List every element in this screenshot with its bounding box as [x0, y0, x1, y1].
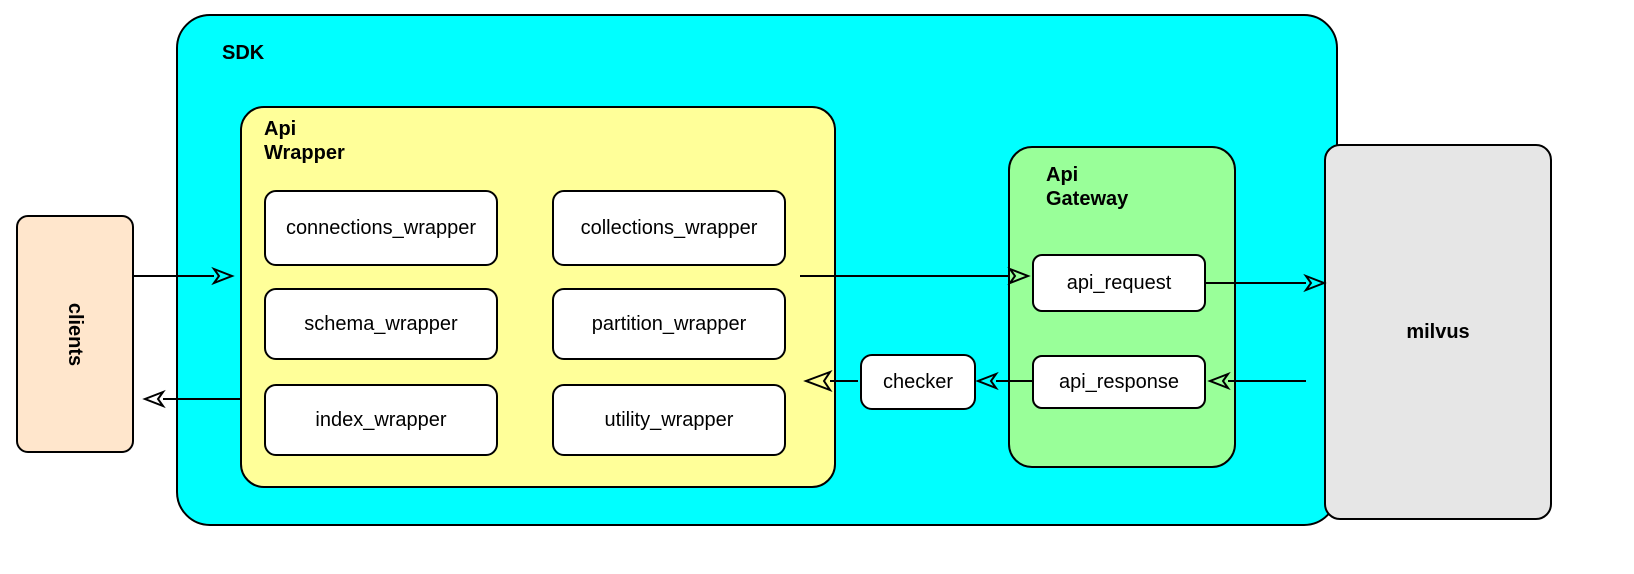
node-partition-wrapper[interactable]: partition_wrapper — [552, 288, 786, 360]
group-sdk-label: SDK — [222, 42, 265, 64]
node-checker[interactable]: checker — [860, 354, 976, 410]
node-index-wrapper-label: index_wrapper — [315, 408, 447, 431]
node-index-wrapper[interactable]: index_wrapper — [264, 384, 498, 456]
node-milvus-label: milvus — [1406, 320, 1470, 343]
node-api-response[interactable]: api_response — [1032, 355, 1206, 409]
node-api-request[interactable]: api_request — [1032, 254, 1206, 312]
node-checker-label: checker — [882, 370, 954, 393]
node-partition-wrapper-label: partition_wrapper — [591, 312, 747, 335]
node-schema-wrapper-label: schema_wrapper — [304, 312, 458, 335]
node-utility-wrapper-label: utility_wrapper — [604, 408, 734, 431]
group-api-gateway-label: Api Gateway — [1046, 164, 1129, 210]
node-clients-label: clients — [64, 302, 87, 366]
node-connections-wrapper-label: connections_wrapper — [285, 216, 477, 239]
node-utility-wrapper[interactable]: utility_wrapper — [552, 384, 786, 456]
node-api-request-label: api_request — [1066, 271, 1172, 294]
node-collections-wrapper-label: collections_wrapper — [580, 216, 758, 239]
node-collections-wrapper[interactable]: collections_wrapper — [552, 190, 786, 266]
node-schema-wrapper[interactable]: schema_wrapper — [264, 288, 498, 360]
node-milvus[interactable]: milvus — [1324, 144, 1552, 520]
node-connections-wrapper[interactable]: connections_wrapper — [264, 190, 498, 266]
node-clients[interactable]: clients — [16, 215, 134, 453]
node-api-response-label: api_response — [1058, 370, 1180, 393]
group-api-wrapper-label: Api Wrapper — [264, 118, 345, 164]
